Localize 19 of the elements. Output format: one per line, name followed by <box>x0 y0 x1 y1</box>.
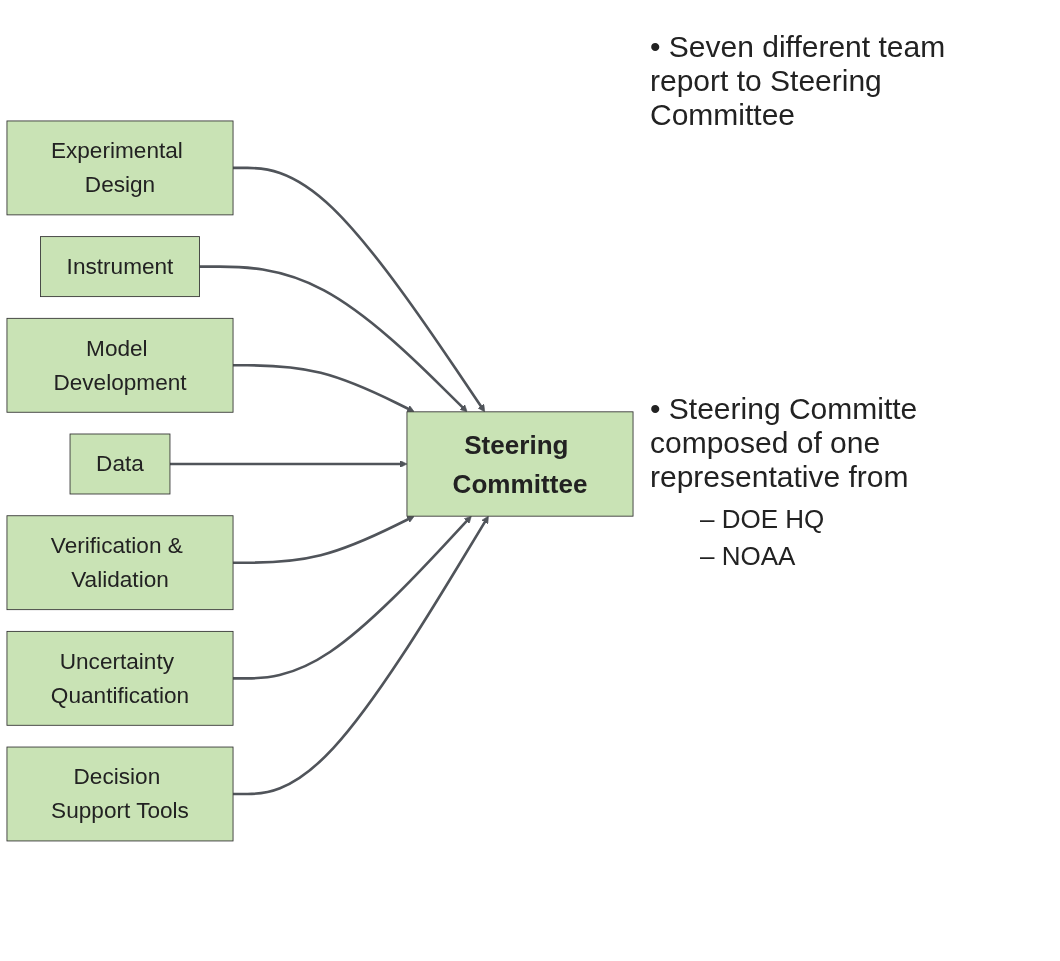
arrow <box>233 363 415 412</box>
node-box: Instrument <box>40 235 200 297</box>
arrow <box>199 264 468 412</box>
arrow <box>233 515 472 680</box>
node-box: Uncertainty Quantification <box>6 630 234 726</box>
node-box: Data <box>69 433 171 494</box>
bullet-text: • Steering Committe composed of one representative from <box>650 392 919 494</box>
arrow <box>233 515 415 564</box>
bullet-text: • Seven different team report to Steering Committee <box>650 30 947 132</box>
node-box: Steering Committee <box>406 410 634 517</box>
list-item: – NOAA <box>700 541 797 572</box>
list-item: – DOE HQ <box>700 504 826 535</box>
node-box: Model Development <box>6 317 234 413</box>
arrow <box>233 166 486 412</box>
arrow <box>169 459 408 468</box>
node-box: Experimental Design <box>6 120 234 215</box>
node-box: Decision Support Tools <box>6 746 234 841</box>
node-box: Verification & Validation <box>6 514 234 610</box>
arrow <box>233 515 489 795</box>
